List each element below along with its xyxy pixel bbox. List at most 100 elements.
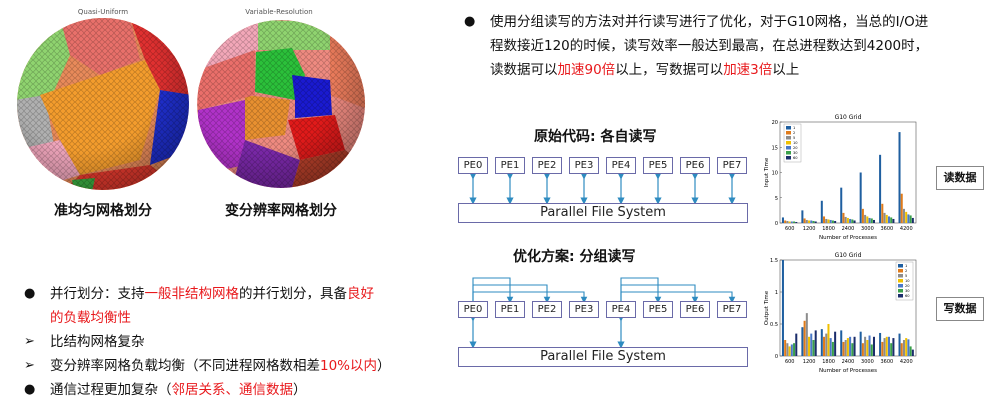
legend-label-1: 1 [905, 264, 907, 268]
bar-2-4200 [900, 343, 903, 356]
bar-5-2400 [844, 340, 847, 356]
diagram2-title: 优化方案: 分组读写 [513, 249, 636, 265]
bar-30-4200 [909, 215, 912, 223]
legend-swatch-10 [898, 279, 903, 283]
bar-60-3600 [892, 338, 895, 356]
x-axis-label: Number of Processes [819, 368, 877, 374]
pe-box-5: PE5 [643, 157, 673, 174]
y-tick-label: 0 [775, 221, 778, 227]
group-arrow-1-0 [620, 277, 662, 304]
bar-2-2400 [842, 341, 845, 356]
pe-box-2: PE2 [532, 301, 562, 318]
bar-2-1200 [803, 320, 806, 356]
bar-10-2400 [846, 338, 849, 356]
bar-20-600 [790, 221, 793, 223]
bar-60-3000 [872, 336, 875, 356]
bar-60-1200 [814, 330, 817, 356]
legend-label-10: 10 [905, 279, 910, 283]
read-data-label: 读数据 [936, 166, 984, 190]
bar-2-2400 [842, 212, 845, 223]
x-tick-label: 4200 [900, 359, 913, 365]
bar-1-3000 [859, 331, 862, 356]
pe-box-1: PE1 [495, 301, 525, 318]
y-tick-label: 1 [775, 290, 778, 296]
bar-60-3000 [872, 219, 875, 223]
diagram1-arrows [469, 172, 736, 205]
pe-box-4: PE4 [606, 301, 636, 318]
summary-line-3: 读数据可以加速90倍以上，写数据可以加速3倍以上 [490, 62, 800, 78]
summary-paragraph: ● 使用分组读写的方法对并行读写进行了优化，对于G10网格，当总的I/O进 程数… [464, 10, 984, 82]
legend-swatch-2 [786, 131, 791, 135]
bar-20-3600 [887, 336, 890, 356]
bar-10-3600 [885, 214, 888, 223]
bar-10-3000 [866, 216, 869, 223]
pe-box-4: PE4 [606, 157, 636, 174]
quasi-uniform-sphere [17, 18, 189, 190]
bar-10-4200 [905, 211, 908, 223]
bar-10-1200 [808, 336, 811, 356]
mesh-spheres [17, 18, 365, 190]
x-tick-label: 3600 [880, 226, 893, 232]
bar-5-3600 [883, 212, 886, 223]
variable-resolution-sphere [197, 20, 365, 188]
bar-60-2400 [853, 336, 856, 356]
y-tick-label: 20 [772, 120, 778, 126]
pe-box-6: PE6 [680, 157, 710, 174]
bar-10-3000 [866, 340, 869, 356]
bar-5-1800 [825, 218, 828, 223]
legend-label-30: 30 [905, 289, 910, 293]
bar-1-3600 [879, 154, 882, 223]
y-tick-label: 0 [775, 354, 778, 360]
bar-1-4200 [898, 132, 901, 223]
bar-2-1200 [803, 218, 806, 223]
x-tick-label: 1800 [822, 359, 835, 365]
x-tick-label: 1200 [803, 226, 816, 232]
bar-10-4200 [905, 338, 908, 356]
legend-label-30: 30 [793, 151, 798, 155]
bar-2-1800 [823, 216, 826, 223]
x-tick-label: 600 [785, 226, 795, 232]
pe-box-7: PE7 [717, 301, 747, 318]
bar-1-3000 [859, 172, 862, 223]
bar-60-600 [795, 221, 798, 223]
arrow-bullet-icon: ➢ [24, 334, 35, 349]
bar-60-600 [795, 333, 798, 356]
legend-swatch-20 [786, 146, 791, 150]
diagram2-arrows [469, 277, 736, 349]
diagram1-parallel-file-system: Parallel File System [458, 203, 748, 223]
summary-line-2: 程数接近120的时候，读写效率一般达到最高，在总进程数达到4200时， [490, 38, 929, 54]
bar-5-2400 [844, 216, 847, 223]
legend-label-60: 60 [905, 294, 910, 298]
left-sphere-caption: 准均匀网格划分 [54, 203, 152, 219]
bar-60-2400 [853, 220, 856, 223]
bar-30-600 [793, 221, 796, 223]
bar-2-4200 [900, 193, 903, 223]
dot-bullet-icon: ● [464, 14, 476, 29]
legend-label-2: 2 [793, 131, 795, 135]
bullet-item: ● 并行划分：支持一般非结构网格的并行划分，具备良好的负载均衡性 [24, 282, 444, 330]
x-tick-label: 1800 [822, 226, 835, 232]
right-sphere-title: Variable-Resolution [245, 8, 313, 16]
legend-swatch-30 [786, 151, 791, 155]
bar-20-1800 [829, 338, 832, 356]
legend-swatch-1 [786, 126, 791, 130]
bar-10-600 [788, 221, 791, 223]
summary-line-1: 使用分组读写的方法对并行读写进行了优化，对于G10网格，当总的I/O进 [490, 14, 929, 30]
bar-30-3600 [890, 343, 893, 356]
bullet-text: 通信过程更加复杂（邻居关系、通信数据） [50, 382, 307, 398]
y-tick-label: 1.5 [770, 258, 778, 264]
bar-30-3600 [890, 217, 893, 223]
bar-5-600 [786, 343, 789, 356]
bar-60-1800 [834, 331, 837, 356]
legend-label-20: 20 [793, 146, 798, 150]
pe-box-7: PE7 [717, 157, 747, 174]
group-arrow-1-2 [620, 291, 736, 304]
x-tick-label: 3000 [861, 359, 874, 365]
bullet-item: ● 通信过程更加复杂（邻居关系、通信数据） [24, 378, 444, 402]
bar-30-1200 [812, 340, 815, 356]
legend-swatch-10 [786, 141, 791, 145]
bar-2-600 [784, 220, 787, 223]
pe-box-3: PE3 [569, 301, 599, 318]
y-axis-label: Input Time [764, 157, 770, 187]
dot-bullet-icon: ● [24, 286, 36, 301]
